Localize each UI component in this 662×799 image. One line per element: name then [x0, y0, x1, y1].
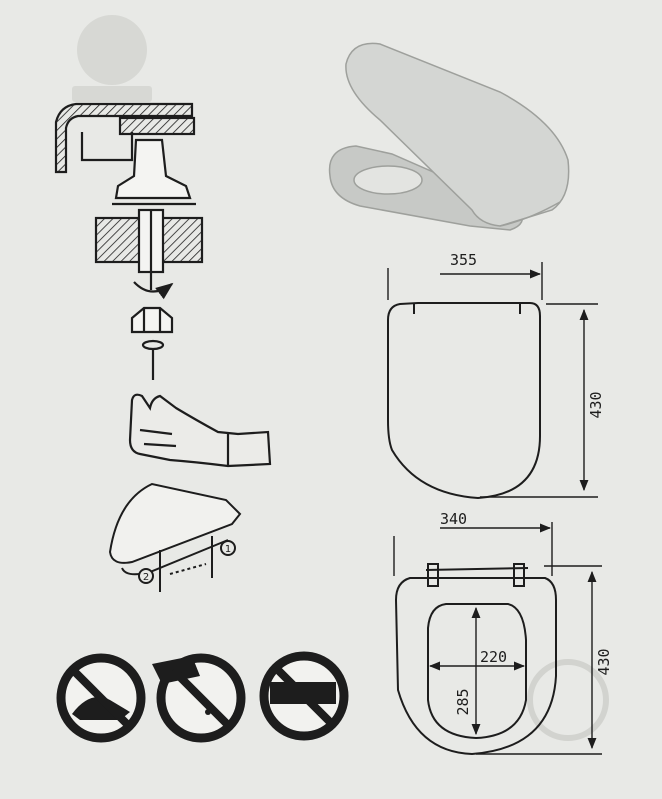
no-abrasive-cleaner-icon [56, 653, 146, 743]
seat-inner-width-label: 220 [480, 648, 507, 666]
seat-product-image [328, 42, 570, 231]
step-1-label: 1 [225, 544, 231, 555]
no-chemical-pouring-icon [152, 653, 246, 743]
lid-height-label: 430 [587, 391, 605, 418]
lid-outline [387, 302, 541, 500]
watermark-top-left [72, 15, 152, 102]
hinge-mounting-cross-section-icon [54, 102, 204, 334]
lid-width-label: 355 [450, 251, 477, 269]
seat-inner-height-label: 285 [454, 688, 472, 715]
wing-screw-icon [141, 339, 165, 380]
step-2-label: 2 [143, 572, 149, 583]
lid-dimension-lines [387, 262, 598, 498]
seat-outline [394, 563, 557, 756]
seat-attach-steps-icon [108, 482, 242, 592]
no-scouring-pad-icon [259, 651, 349, 741]
seat-width-label: 340 [440, 510, 467, 528]
watermark-bottom-right [527, 659, 609, 741]
seat-dimension-lines [393, 522, 602, 755]
hand-tightening-icon [128, 393, 272, 468]
seat-height-label: 430 [595, 648, 613, 675]
